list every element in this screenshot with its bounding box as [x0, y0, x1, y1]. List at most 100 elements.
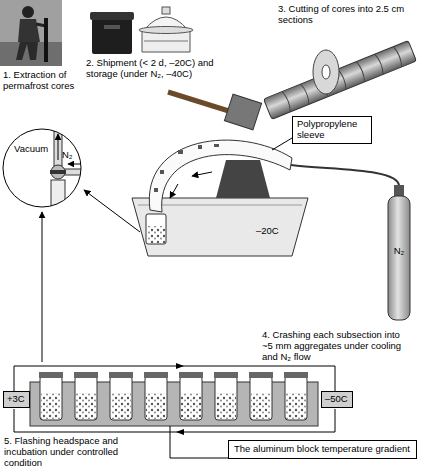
temperature-label: –20C [256, 226, 290, 237]
aluminum-block-part [40, 376, 62, 420]
step-caption: 3. Cutting of cores into 2.5 cm sections [278, 4, 413, 26]
polypropylene-sleeve-part [149, 140, 292, 212]
collection-vial-part [147, 226, 165, 243]
aluminum-block-part [144, 372, 168, 378]
temperature-box: –50C [321, 391, 353, 408]
nitrogen-cylinder-part [291, 165, 399, 186]
aluminum-block-part [110, 376, 132, 420]
cooled-tray-part [138, 205, 302, 206]
desiccator [139, 7, 193, 52]
aluminum-block-part [41, 393, 61, 419]
polypropylene-sleeve [149, 140, 292, 212]
cooler-box-part [90, 12, 134, 20]
aluminum-block-part [286, 393, 306, 419]
aluminum-block-part [39, 372, 63, 378]
saw-disc-part [313, 50, 339, 94]
circle-outline [3, 129, 81, 207]
field-photo-part [44, 18, 48, 62]
box-text: The aluminum block temperature gradient [234, 444, 411, 455]
hammer [168, 92, 262, 130]
nitrogen-cylinder-part [394, 185, 404, 196]
aluminum-block-part [74, 372, 98, 378]
aluminum-block-part [215, 376, 237, 420]
field-photo-part [22, 6, 34, 18]
step-caption: 5. Flashing headspace and incubation und… [4, 436, 129, 469]
aluminum-block-part [111, 393, 131, 419]
aluminum-block-part [250, 376, 272, 420]
field-photo-part [0, 42, 62, 66]
aluminum-block-part [214, 372, 238, 378]
callout-box: The aluminum block temperature gradient [228, 440, 417, 459]
aluminum-block-part [284, 372, 308, 378]
flow-arrow [84, 190, 140, 232]
nitrogen-cylinder-part [388, 196, 410, 320]
collection-vial [146, 214, 166, 244]
aluminum-block-part [181, 393, 201, 419]
desiccator-part [144, 41, 188, 42]
inset-detail-part [58, 134, 59, 160]
aluminum-block-part [109, 372, 133, 378]
box-text: Polypropylene sleeve [297, 119, 367, 141]
aluminum-block-part [30, 382, 318, 426]
aluminum-block-part [249, 372, 273, 378]
step-caption: 4. Crashing each subsection into ~5 mm a… [262, 330, 412, 363]
temperature-box: +3C [3, 391, 30, 408]
inset-detail-part [50, 170, 66, 174]
field-photo-part [18, 19, 40, 42]
aluminum-block-part [251, 393, 271, 419]
aluminum-block-part [146, 393, 166, 419]
aluminum-block-part [75, 376, 97, 420]
collection-vial-part [146, 214, 166, 244]
aluminum-block-part [285, 376, 307, 420]
nitrogen-cylinder [291, 165, 410, 320]
cooler-box-part [92, 16, 132, 54]
polypropylene-sleeve-part [178, 150, 183, 154]
cooler-box [90, 12, 134, 54]
step-caption: 3. Cutting of cores into 2.5 cm sections [278, 4, 413, 26]
permafrost-core [264, 41, 417, 120]
cooler-box-part [104, 25, 120, 29]
step-caption: 2. Shipment (< 2 d, –20C) and storage (u… [86, 58, 231, 80]
desiccator-part [162, 7, 170, 14]
step-caption: 1. Extraction of permafrost cores [3, 70, 83, 92]
inset-label: Vacuum [14, 144, 48, 155]
permafrost-core-part [282, 46, 403, 112]
step-caption: 4. Crashing each subsection into ~5 mm a… [262, 330, 412, 363]
aluminum-block-part [179, 372, 203, 378]
valve-drawing [50, 126, 84, 212]
temperature-label: –20C [256, 226, 290, 237]
gas-label: N₂ [389, 246, 409, 257]
aluminum-block-part [76, 393, 96, 419]
polypropylene-sleeve-part [160, 170, 164, 174]
desiccator-part [139, 27, 193, 34]
anvil-part [216, 160, 270, 198]
polypropylene-sleeve-part [170, 184, 178, 198]
aluminum-block-part [176, 363, 184, 369]
box-text: –50C [325, 394, 349, 405]
callout-box: Polypropylene sleeve [292, 116, 372, 144]
permafrost-core-part [264, 41, 417, 120]
polypropylene-sleeve-part [214, 144, 219, 147]
aluminum-block-part [176, 429, 184, 435]
inset-detail-part [3, 129, 81, 207]
inset-label: N₂ [62, 150, 73, 161]
inset-detail-part [51, 180, 65, 212]
inset-detail [3, 126, 84, 212]
step-caption: 5. Flashing headspace and incubation und… [4, 436, 129, 469]
box-text: +3C [7, 394, 26, 405]
aluminum-block-part [180, 376, 202, 420]
hammer-part [224, 94, 261, 130]
aluminum-block [14, 363, 335, 435]
saw-disc [313, 50, 339, 94]
polypropylene-sleeve-part [192, 172, 212, 176]
field-photo [0, 0, 62, 66]
inset-detail-part [51, 165, 65, 179]
anvil [216, 160, 270, 198]
polypropylene-sleeve-part [154, 188, 158, 192]
flow-arrow [42, 212, 43, 362]
step-caption: 2. Shipment (< 2 d, –20C) and storage (u… [86, 58, 231, 80]
gas-label: N₂ [389, 246, 409, 257]
field-photo-part [0, 0, 62, 66]
inset-detail-part [68, 164, 82, 165]
